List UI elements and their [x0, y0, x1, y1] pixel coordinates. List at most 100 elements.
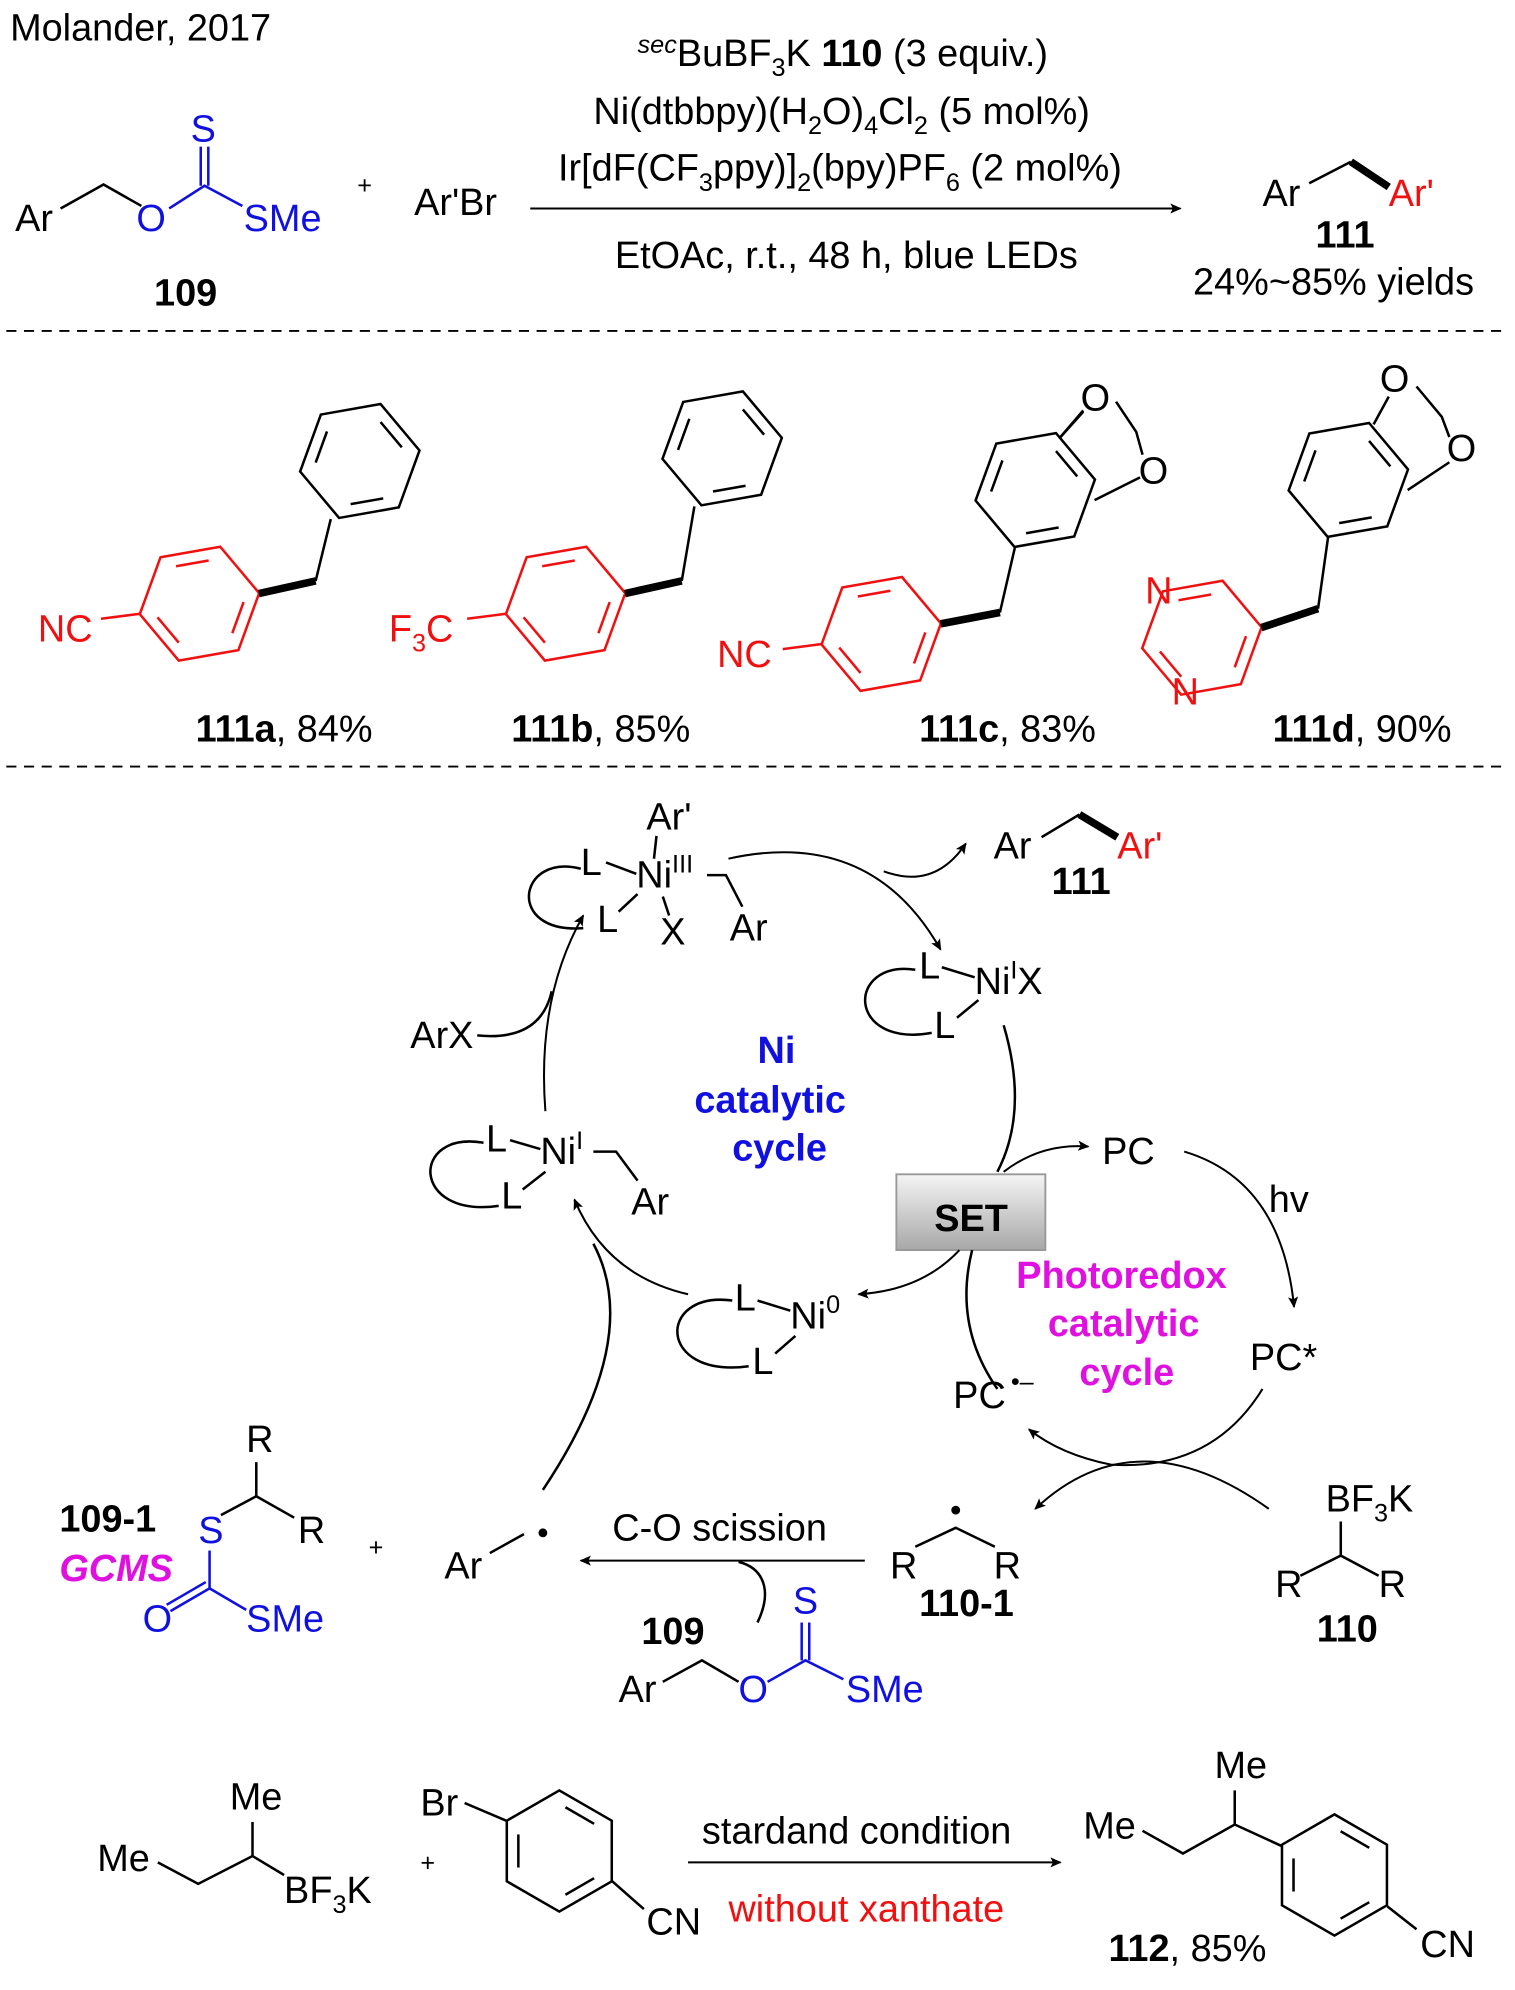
ligand-loop	[864, 967, 932, 1036]
x-label: X	[660, 912, 685, 954]
bf3k-label: BF3K	[1326, 1478, 1414, 1527]
arp-label: Ar'	[1117, 826, 1162, 868]
borate-110: BF3K R R 110	[1275, 1478, 1413, 1650]
ar-label: Ar	[444, 1545, 482, 1587]
double-bond	[541, 559, 576, 568]
double-bond	[350, 497, 384, 506]
xanthate-entry-curve	[738, 1560, 767, 1624]
compound-label: 110	[1317, 1608, 1378, 1650]
o-label: O	[143, 1598, 172, 1640]
aryl-ring	[505, 1788, 614, 1914]
radical-dot	[951, 1505, 961, 1515]
control-borate: Me Me BF3K	[97, 1776, 372, 1919]
ring-outline	[661, 390, 784, 507]
ligand-l: L	[501, 1175, 522, 1217]
double-bond	[564, 1877, 595, 1896]
condition-3: Ir[dF(CF3ppy)]2(bpy)PF6 (2 mol%)	[558, 148, 1122, 197]
sme-label: SMe	[846, 1669, 924, 1711]
radical-dot	[538, 1528, 548, 1538]
aryl-radical: Ar	[444, 1528, 548, 1587]
compound-label: 111	[1316, 215, 1375, 257]
cn-label: CN	[1420, 1924, 1475, 1966]
ligand-l: L	[752, 1341, 773, 1383]
s-label: S	[191, 109, 216, 151]
mechanism-arrows	[477, 842, 1299, 1510]
hv-label: hv	[1269, 1179, 1309, 1221]
example-111b: F3C 111b, 85%	[389, 390, 784, 750]
o-label: O	[136, 198, 165, 240]
r-label: R	[994, 1545, 1021, 1587]
plus-sign: +	[420, 1849, 435, 1877]
ring-outline	[820, 575, 943, 693]
ring-outline	[505, 1788, 614, 1914]
o-label: O	[1081, 377, 1110, 419]
arrow	[1027, 1388, 1264, 1467]
product-label: 112, 85%	[1108, 1928, 1266, 1970]
ring-outline	[504, 545, 627, 662]
ligand-l: L	[919, 946, 940, 988]
set-label: SET	[934, 1198, 1008, 1240]
bond	[59, 183, 143, 210]
control-arylbromide: Br CN	[420, 1783, 701, 1944]
product-111-mech: Ar Ar' 111	[994, 811, 1162, 903]
arbr-label: Ar'Br	[414, 182, 497, 224]
pc-radical-anion-label: PC•–	[953, 1368, 1034, 1417]
plus-sign: +	[369, 1534, 384, 1562]
ni-label: Ni0	[790, 1291, 840, 1337]
cn-label: CN	[646, 1901, 701, 1943]
ligand-loop	[429, 1140, 499, 1209]
ni-label: NiIX	[975, 957, 1043, 1003]
double-bond	[379, 421, 403, 449]
example-111d: N N O O 111d, 90%	[1140, 359, 1476, 750]
condition-label: without xanthate	[727, 1889, 1004, 1931]
aryl-ring	[1280, 1812, 1389, 1938]
condition-2: Ni(dtbbpy)(H2O)4Cl2 (5 mol%)	[593, 91, 1090, 140]
double-bond	[1368, 440, 1392, 468]
ar-label: Ar	[994, 826, 1032, 868]
example-label: 111c, 83%	[919, 708, 1096, 750]
r-label: R	[890, 1545, 917, 1587]
double-bond	[522, 616, 546, 644]
me-label: Me	[97, 1838, 150, 1880]
o-label: O	[1447, 428, 1476, 470]
r-label: R	[1275, 1564, 1302, 1606]
compound-label: 110-1	[919, 1583, 1014, 1625]
arrow	[1003, 1140, 1090, 1173]
double-bond	[712, 484, 746, 493]
double-bond	[912, 631, 927, 664]
arrow	[965, 1249, 999, 1390]
dioxole-bonds	[1372, 385, 1451, 492]
product-111: Ar Ar' 111 24%~85% yields	[1193, 158, 1474, 303]
cycle-label-line: catalytic	[1048, 1303, 1200, 1345]
cycle-label-line: cycle	[732, 1127, 827, 1169]
o-label: O	[1139, 451, 1168, 493]
example-label: 111d, 90%	[1273, 708, 1452, 750]
control-product-112: Me Me CN 112, 85%	[1083, 1745, 1475, 1970]
example-label: 111b, 85%	[511, 708, 690, 750]
ar-label: Ar	[619, 1669, 657, 1711]
compound-label: 111	[1052, 861, 1111, 903]
double-bond	[1338, 516, 1372, 525]
substituent: NC	[38, 609, 93, 651]
ring-outline	[1140, 579, 1264, 697]
ni-iii-complex: Ar' L NiIII L X Ar	[527, 797, 768, 954]
arp-label: Ar'	[646, 797, 691, 839]
yield-range: 24%~85% yields	[1193, 261, 1474, 303]
set-box: SET	[895, 1173, 1047, 1251]
arrow	[477, 990, 553, 1038]
n-label: N	[1145, 571, 1172, 613]
arrow	[1034, 1460, 1270, 1510]
aryl-ring	[820, 575, 943, 693]
phenyl-ring	[298, 402, 421, 520]
cycle-label-line: Ni	[757, 1030, 795, 1072]
double-bond	[597, 601, 611, 634]
double-bond	[1025, 526, 1059, 535]
arrow	[728, 851, 942, 951]
ar-label: Ar	[730, 908, 768, 950]
ligand-l: L	[581, 842, 602, 884]
ni-label: NiI	[540, 1127, 583, 1173]
arrow	[883, 842, 967, 878]
plus-sign: +	[357, 171, 372, 199]
ni-i-x-complex: L NiIX L	[864, 946, 1043, 1047]
benzodioxole-ring	[974, 431, 1097, 549]
